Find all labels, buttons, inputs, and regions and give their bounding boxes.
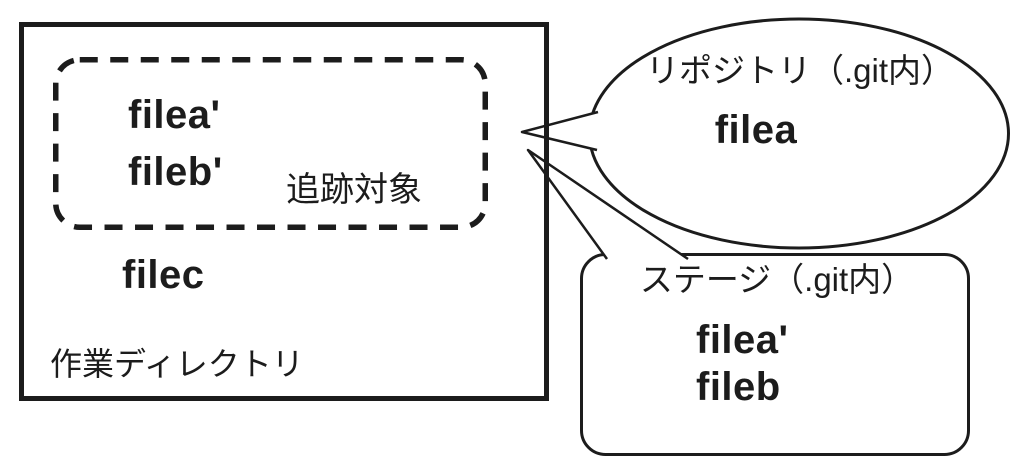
tracked-files-dashed-box <box>53 57 488 230</box>
working-file-filec: filec <box>122 253 205 297</box>
repository-bubble-tail <box>520 110 599 152</box>
working-directory-label: 作業ディレクトリ <box>50 346 304 382</box>
working-file-filea-prime: filea' <box>128 93 221 137</box>
stage-bubble-tail <box>526 148 689 261</box>
repository-callout-title: リポジトリ（.git内） <box>645 52 955 89</box>
stage-file-filea-prime: filea' <box>696 318 789 362</box>
repository-file-filea: filea <box>714 108 798 152</box>
stage-file-fileb: fileb <box>696 365 781 409</box>
stage-callout-title: ステージ（.git内） <box>639 261 915 298</box>
stage-bubble-shape <box>580 253 970 456</box>
tracked-group-label: 追跡対象 <box>286 171 422 209</box>
working-file-fileb-prime: fileb' <box>128 150 223 194</box>
working-directory-box <box>19 22 549 401</box>
